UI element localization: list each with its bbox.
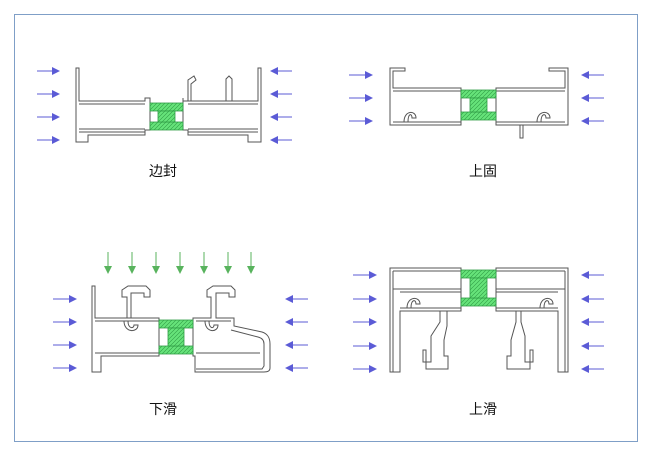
thermal-break-shanghua [460,269,497,307]
panel-label-shanghua: 上滑 [469,401,497,418]
panel-bianfeng: 边封 [37,67,292,180]
pressure-arrows-right [581,271,604,373]
thermal-break-xiahua [158,319,194,355]
pressure-arrows-left [353,271,377,373]
profile-shanghua [389,267,569,373]
panel-shanghua: 上滑 [353,267,604,418]
panel-label-shanggu: 上固 [469,164,497,180]
thermal-break-shanggu [460,89,497,121]
panel-label-xiahua: 下滑 [149,401,177,418]
load-arrows-top [104,252,255,274]
pressure-arrows-left [349,71,373,125]
diagram-frame [14,14,638,442]
panel-label-bianfeng: 边封 [149,164,177,180]
pressure-arrows-right [581,71,604,125]
profile-shanggu [389,67,569,139]
panel-xiahua: 下滑 [53,252,308,418]
pressure-arrows-left [37,67,60,144]
pressure-arrows-right [270,67,292,144]
thermal-break-bianfeng [149,102,184,131]
pressure-arrows-right [285,295,308,372]
panel-shanggu: 上固 [349,67,604,180]
profile-xiahua [91,285,271,373]
pressure-arrows-left [53,295,77,372]
